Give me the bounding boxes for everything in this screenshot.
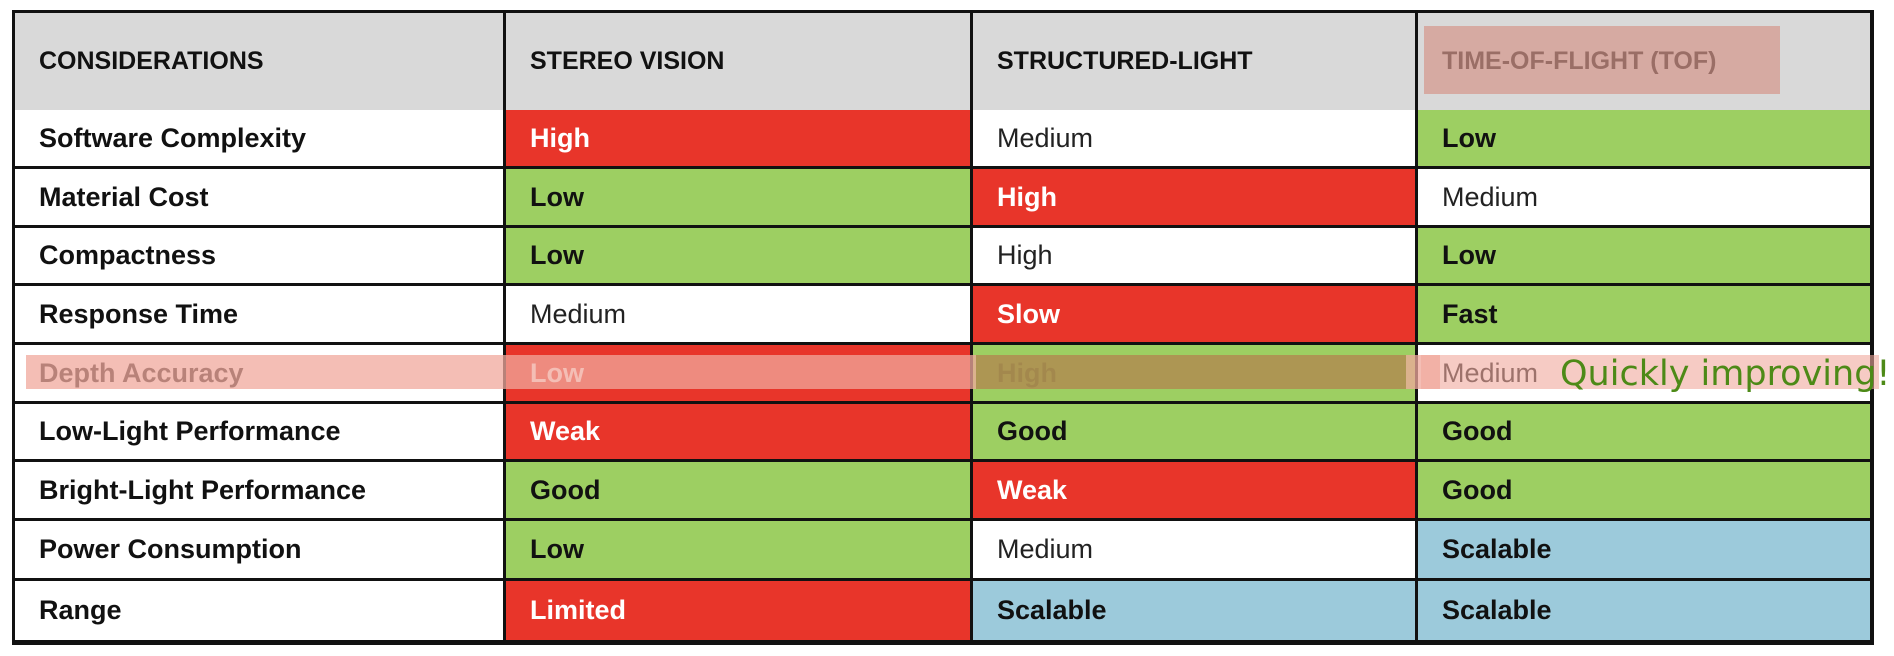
- cell-software-complexity-structured-light: Medium: [973, 110, 1415, 166]
- header-stereo-vision: STEREO VISION: [506, 13, 970, 110]
- cell-depth-accuracy-structured-light: High: [973, 345, 1415, 401]
- row-label-power-consumption: Power Consumption: [15, 521, 503, 578]
- cell-bright-light-performance-structured-light: Weak: [973, 462, 1415, 518]
- cell-power-consumption-time-of-flight-tof: Scalable: [1418, 521, 1870, 578]
- cell-low-light-performance-stereo-vision: Weak: [506, 404, 970, 459]
- cell-power-consumption-structured-light: Medium: [973, 521, 1415, 578]
- cell-response-time-structured-light: Slow: [973, 286, 1415, 342]
- row-label-compactness: Compactness: [15, 228, 503, 283]
- cell-material-cost-stereo-vision: Low: [506, 169, 970, 225]
- cell-material-cost-time-of-flight-tof: Medium: [1418, 169, 1870, 225]
- row-label-depth-accuracy: Depth Accuracy: [15, 345, 503, 401]
- cell-low-light-performance-structured-light: Good: [973, 404, 1415, 459]
- annotation-note: Quickly improving!: [1560, 354, 1891, 394]
- cell-power-consumption-stereo-vision: Low: [506, 521, 970, 578]
- row-label-response-time: Response Time: [15, 286, 503, 342]
- cell-depth-accuracy-stereo-vision: Low: [506, 345, 970, 401]
- row-label-range: Range: [15, 581, 503, 640]
- row-label-software-complexity: Software Complexity: [15, 110, 503, 166]
- row-label-low-light-performance: Low-Light Performance: [15, 404, 503, 459]
- cell-compactness-structured-light: High: [973, 228, 1415, 283]
- cell-response-time-stereo-vision: Medium: [506, 286, 970, 342]
- cell-range-stereo-vision: Limited: [506, 581, 970, 640]
- header-considerations: CONSIDERATIONS: [15, 13, 503, 110]
- cell-software-complexity-time-of-flight-tof: Low: [1418, 110, 1870, 166]
- cell-response-time-time-of-flight-tof: Fast: [1418, 286, 1870, 342]
- cell-compactness-stereo-vision: Low: [506, 228, 970, 283]
- cell-compactness-time-of-flight-tof: Low: [1418, 228, 1870, 283]
- header-time-of-flight-tof: TIME-OF-FLIGHT (TOF): [1418, 13, 1870, 110]
- cell-material-cost-structured-light: High: [973, 169, 1415, 225]
- header-structured-light: STRUCTURED-LIGHT: [973, 13, 1415, 110]
- cell-software-complexity-stereo-vision: High: [506, 110, 970, 166]
- row-label-material-cost: Material Cost: [15, 169, 503, 225]
- cell-range-time-of-flight-tof: Scalable: [1418, 581, 1870, 640]
- cell-low-light-performance-time-of-flight-tof: Good: [1418, 404, 1870, 459]
- cell-bright-light-performance-stereo-vision: Good: [506, 462, 970, 518]
- cell-range-structured-light: Scalable: [973, 581, 1415, 640]
- cell-bright-light-performance-time-of-flight-tof: Good: [1418, 462, 1870, 518]
- row-label-bright-light-performance: Bright-Light Performance: [15, 462, 503, 518]
